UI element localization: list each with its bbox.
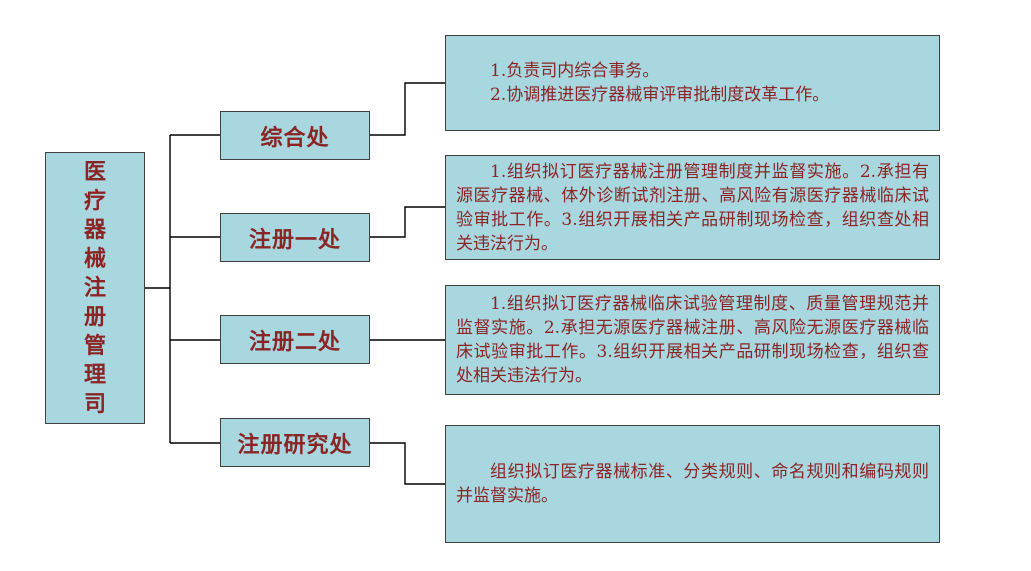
branch-node-label: 注册研究处: [237, 431, 353, 458]
desc-box-registration-division-1: 1.组织拟订医疗器械注册管理制度并监督实施。2.承担有源医疗器械、体外诊断试剂注…: [445, 155, 940, 260]
branch-node-general-office: 综合处: [220, 111, 370, 160]
root-node-label: 医疗器械注册管理司: [83, 158, 106, 417]
desc-box-general-office: 1.负责司内综合事务。 2.协调推进医疗器械审评审批制度改革工作。: [445, 35, 940, 131]
desc-paragraph: 2.协调推进医疗器械审评审批制度改革工作。: [490, 85, 830, 105]
branch-node-label: 综合处: [260, 124, 330, 151]
desc-box-registration-division-2: 1.组织拟订医疗器械临床试验管理制度、质量管理规范并监督实施。2.承担无源医疗器…: [445, 285, 940, 395]
branch-node-registration-division-1: 注册一处: [220, 213, 370, 262]
root-node-medical-device-registration-dept: 医疗器械注册管理司: [45, 152, 145, 424]
branch-node-label: 注册二处: [248, 328, 341, 355]
branch-node-registration-research-division: 注册研究处: [220, 418, 370, 467]
desc-paragraph: 组织拟订医疗器械标准、分类规则、命名规则和编码规则并监督实施。: [456, 462, 929, 506]
desc-paragraph: 1.组织拟订医疗器械注册管理制度并监督实施。2.承担有源医疗器械、体外诊断试剂注…: [456, 161, 929, 254]
desc-paragraph: 1.组织拟订医疗器械临床试验管理制度、质量管理规范并监督实施。2.承担无源医疗器…: [456, 294, 929, 386]
desc-paragraph: 1.负责司内综合事务。: [490, 61, 660, 81]
desc-box-registration-research-division: 组织拟订医疗器械标准、分类规则、命名规则和编码规则并监督实施。: [445, 425, 940, 543]
branch-node-registration-division-2: 注册二处: [220, 315, 370, 364]
branch-node-label: 注册一处: [248, 226, 341, 253]
